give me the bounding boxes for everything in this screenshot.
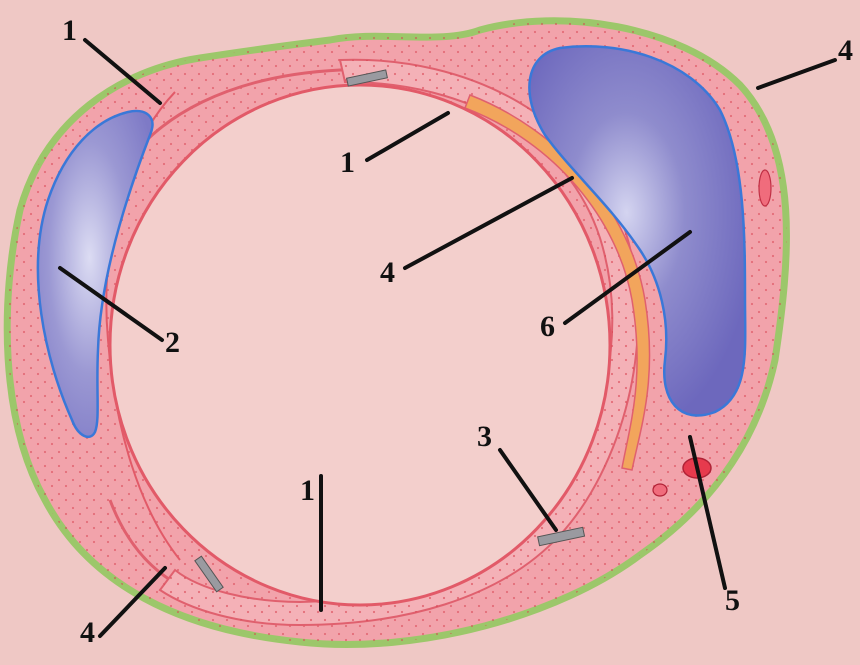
label-2: 2: [165, 326, 180, 359]
label-1-bottom: 1: [300, 474, 315, 507]
label-4-top-right: 4: [838, 34, 853, 67]
lumen: [110, 85, 610, 605]
label-1-top-left: 1: [62, 14, 77, 47]
label-4-bottom-left: 4: [80, 616, 95, 649]
label-3: 3: [477, 420, 492, 453]
label-4-center: 4: [380, 256, 395, 289]
vessel-right: [759, 170, 771, 206]
label-6: 6: [540, 310, 555, 343]
vessel-small: [653, 484, 667, 496]
label-1-center: 1: [340, 146, 355, 179]
label-5: 5: [725, 584, 740, 617]
